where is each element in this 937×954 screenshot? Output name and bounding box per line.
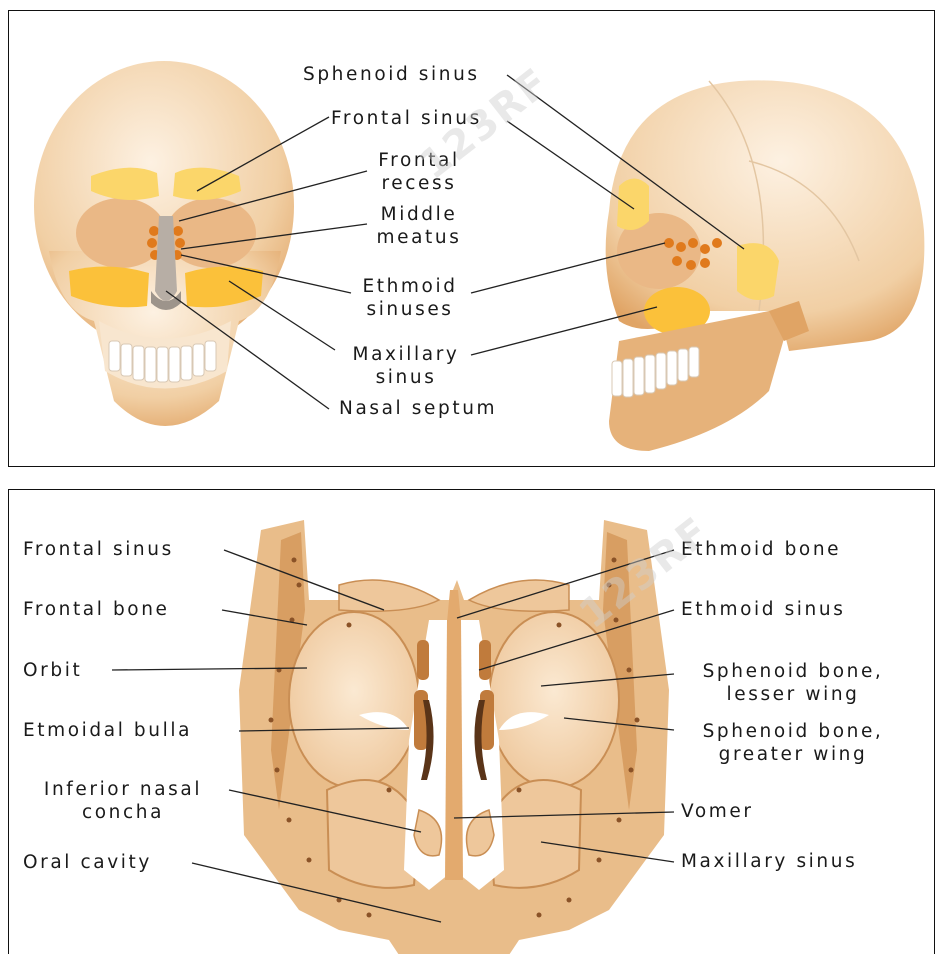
label-frontal-sinus-bottom: Frontal sinus [23,538,174,561]
label-ethmoid-sinuses-line1: Ethmoid [351,275,469,298]
label-inferior-nasal-concha: Inferior nasal concha [23,778,223,824]
label-frontal-bone: Frontal bone [23,598,170,621]
label-middle-meatus-line2: meatus [369,226,469,249]
label-maxillary-sinus-bottom: Maxillary sinus [681,850,857,873]
label-sphenoid-sinus-top: Sphenoid sinus [303,63,480,86]
label-maxillary-sinus-line2: sinus [337,366,475,389]
front-teeth [109,341,216,382]
label-middle-meatus: Middle meatus [369,203,469,249]
label-vomer: Vomer [681,800,754,823]
label-oral-cavity: Oral cavity [23,851,152,874]
label-sphenoid-greater-wing-line1: Sphenoid bone, [677,720,909,743]
label-sphenoid-lesser-wing-line1: Sphenoid bone, [677,660,909,683]
label-sphenoid-lesser-wing-line2: lesser wing [677,683,909,706]
label-sphenoid-greater-wing: Sphenoid bone, greater wing [677,720,909,766]
label-nasal-septum: Nasal septum [339,397,497,420]
label-inferior-nasal-concha-line2: concha [23,801,223,824]
label-inferior-nasal-concha-line1: Inferior nasal [23,778,223,801]
label-orbit: Orbit [23,659,82,682]
label-maxillary-sinus-top: Maxillary sinus [337,343,475,389]
label-sphenoid-lesser-wing: Sphenoid bone, lesser wing [677,660,909,706]
label-maxillary-sinus-line1: Maxillary [337,343,475,366]
skull-views-panel: Sphenoid sinus Frontal sinus Frontal rec… [8,10,935,467]
front-skull [34,61,294,426]
label-ethmoid-sinuses-line2: sinuses [351,298,469,321]
label-etmoidal-bulla: Etmoidal bulla [23,719,192,742]
label-ethmoid-sinuses: Ethmoid sinuses [351,275,469,321]
label-middle-meatus-line1: Middle [369,203,469,226]
label-sphenoid-greater-wing-line2: greater wing [677,743,909,766]
nasal-cavity-section-panel: Frontal sinus Frontal bone Orbit Etmoida… [8,489,935,954]
side-skull [606,80,925,451]
label-ethmoid-sinus: Ethmoid sinus [681,598,845,621]
